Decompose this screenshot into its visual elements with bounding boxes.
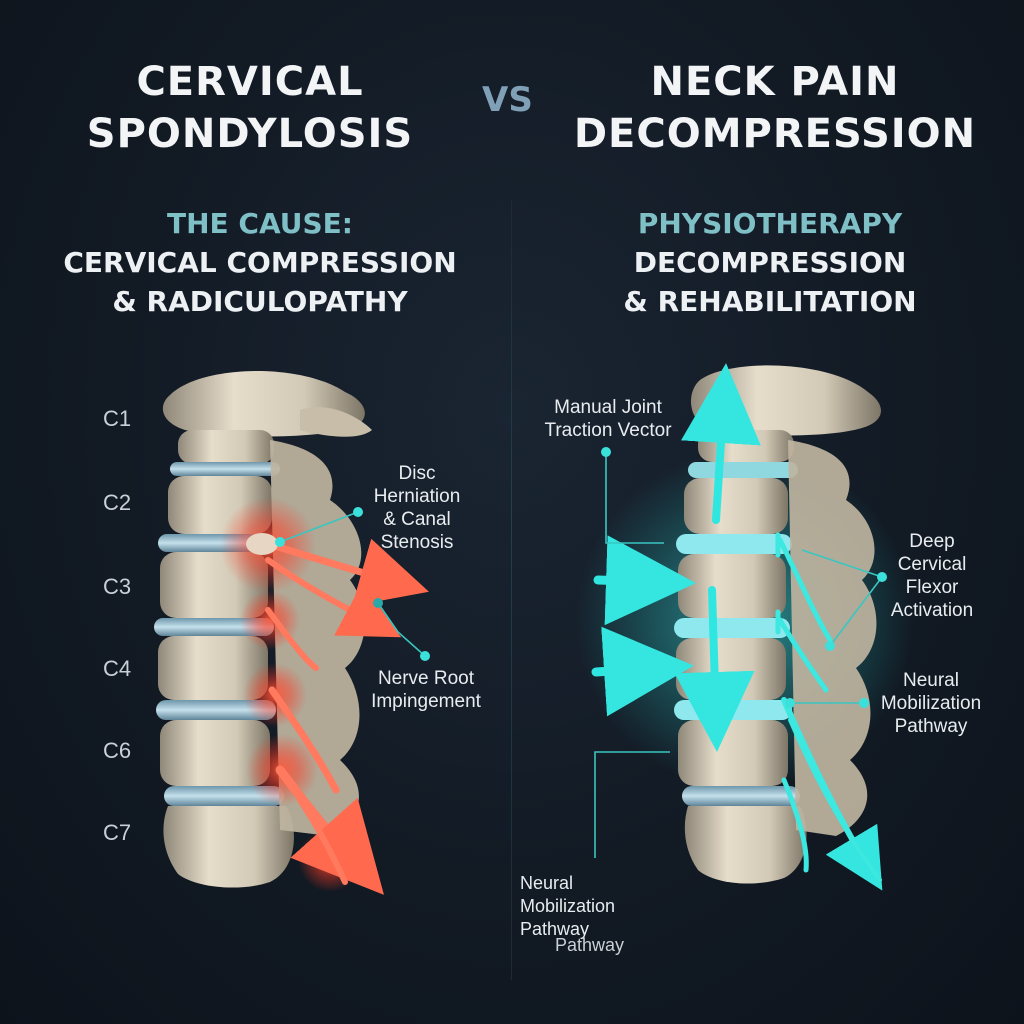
traction-arrow-down (674, 586, 755, 752)
left-c1-process (300, 407, 372, 437)
left-subtitle-line-1: CERVICAL COMPRESSION (63, 246, 457, 279)
right-callout-dot (859, 698, 869, 708)
annotation-disc-herniation: Disc Herniation & Canal Stenosis (352, 462, 482, 554)
annotation-line: Manual Joint (554, 397, 662, 418)
left-callout-dot (275, 537, 285, 547)
left-c7-vertebra (163, 806, 294, 888)
annotation-line: Impingement (371, 691, 481, 712)
right-callout-dot (785, 698, 795, 708)
push-arrow (591, 626, 694, 717)
right-neural-pathways (775, 532, 883, 891)
right-subtitle-line-1: DECOMPRESSION (633, 246, 907, 279)
right-callout-dot (825, 641, 835, 651)
right-posterior-elements (788, 440, 877, 836)
left-subtitle: THE CAUSE: CERVICAL COMPRESSION & RADICU… (40, 204, 480, 321)
annotation-line: Activation (890, 600, 974, 621)
vs-label: VS (482, 80, 533, 120)
annotation-line: Herniation (373, 486, 461, 507)
push-arrow (593, 535, 696, 626)
vertebra-label-c7: C7 (103, 820, 132, 845)
annotation-line: Neural (903, 670, 959, 691)
left-nerve-root (297, 797, 348, 885)
right-disc (674, 700, 792, 720)
vertebra-label-c2: C2 (103, 490, 132, 515)
traction-arrow-up (681, 363, 761, 524)
annotation-line: Flexor (905, 577, 959, 598)
annotation-traction-vector: Manual Joint Traction Vector (528, 396, 688, 442)
right-vertebra-body (676, 638, 786, 700)
left-nerve-root (265, 607, 319, 671)
right-disc (674, 618, 790, 638)
left-callout-dot (373, 598, 383, 608)
right-disc (688, 462, 798, 478)
right-traction-arrows (591, 363, 761, 752)
left-disc (170, 462, 280, 476)
annotation-deep-cervical-flexor: Deep Cervical Flexor Activation (872, 530, 992, 622)
annotation-pathway-ghost: Pathway (555, 935, 625, 955)
annotation-line: Mobilization (880, 693, 982, 714)
right-callout-dot (601, 447, 611, 457)
left-title-line-1: CERVICAL (136, 59, 364, 105)
vertebra-label-c1: C1 (103, 406, 132, 431)
annotation-line: & Canal (383, 509, 451, 530)
right-subtitle: PHYSIOTHERAPY DECOMPRESSION & REHABILITA… (560, 204, 980, 321)
left-spine (154, 370, 430, 895)
left-vertebra-body (160, 720, 270, 786)
right-disc (682, 786, 800, 806)
right-callouts (594, 452, 883, 858)
center-divider (511, 200, 512, 980)
left-vertebra-body (178, 430, 274, 464)
right-vertebra-body (678, 554, 786, 618)
annotation-line: Pathway (520, 919, 590, 939)
annotation-line: Traction Vector (544, 420, 672, 441)
annotation-line: Mobilization (520, 896, 616, 916)
right-title: NECK PAIN DECOMPRESSION (555, 56, 995, 160)
annotation-neural-mobilization-right: Neural Mobilization Pathway (866, 669, 996, 738)
neural-pathway (788, 718, 882, 882)
annotation-nerve-root: Nerve Root Impingement (356, 667, 496, 713)
left-callouts (279, 511, 426, 657)
right-c7-vertebra (684, 806, 807, 884)
left-title: CERVICAL SPONDYLOSIS (40, 56, 460, 160)
neural-pathway (781, 777, 809, 873)
left-herniation-bulge (246, 533, 278, 555)
right-vertebra-body (698, 430, 794, 462)
right-spine (575, 363, 915, 891)
left-nerve-roots (265, 538, 429, 895)
left-vertebra-body (158, 636, 268, 700)
right-subtitle-accent: PHYSIOTHERAPY (637, 207, 903, 240)
annotation-line: Nerve Root (377, 668, 475, 689)
vertebra-label-c3: C3 (103, 574, 132, 599)
left-callout-dot (353, 507, 363, 517)
annotation-line: Pathway (894, 716, 968, 737)
vertebra-label-c4: C4 (103, 656, 132, 681)
left-nerve-root (265, 557, 402, 638)
left-title-line-2: SPONDYLOSIS (86, 111, 414, 157)
annotation-line: Cervical (897, 554, 967, 575)
right-callout-dot (877, 572, 887, 582)
right-vertebra-body (684, 478, 788, 534)
right-vertebra-body (678, 720, 788, 786)
left-callout-dot (420, 651, 430, 661)
right-title-line-1: NECK PAIN (650, 59, 900, 105)
neural-pathway (777, 617, 829, 693)
left-nerve-root (268, 686, 340, 794)
annotation-neural-mobilization-bottom: Neural Mobilization Pathway (520, 872, 660, 941)
left-nerve-root (268, 538, 429, 607)
annotation-line: Deep (909, 531, 955, 552)
left-nerve-root (275, 765, 384, 895)
right-title-line-2: DECOMPRESSION (573, 111, 977, 157)
neural-pathway (777, 537, 833, 643)
right-disc (676, 534, 792, 554)
annotation-line: Disc (398, 463, 436, 484)
annotation-line: Stenosis (380, 532, 454, 553)
right-subtitle-line-2: & REHABILITATION (623, 285, 917, 318)
left-subtitle-line-2: & RADICULOPATHY (112, 285, 408, 318)
vertebra-label-c6: C6 (103, 738, 132, 763)
left-subtitle-accent: THE CAUSE: (167, 207, 353, 240)
annotation-line: Neural (520, 873, 574, 893)
